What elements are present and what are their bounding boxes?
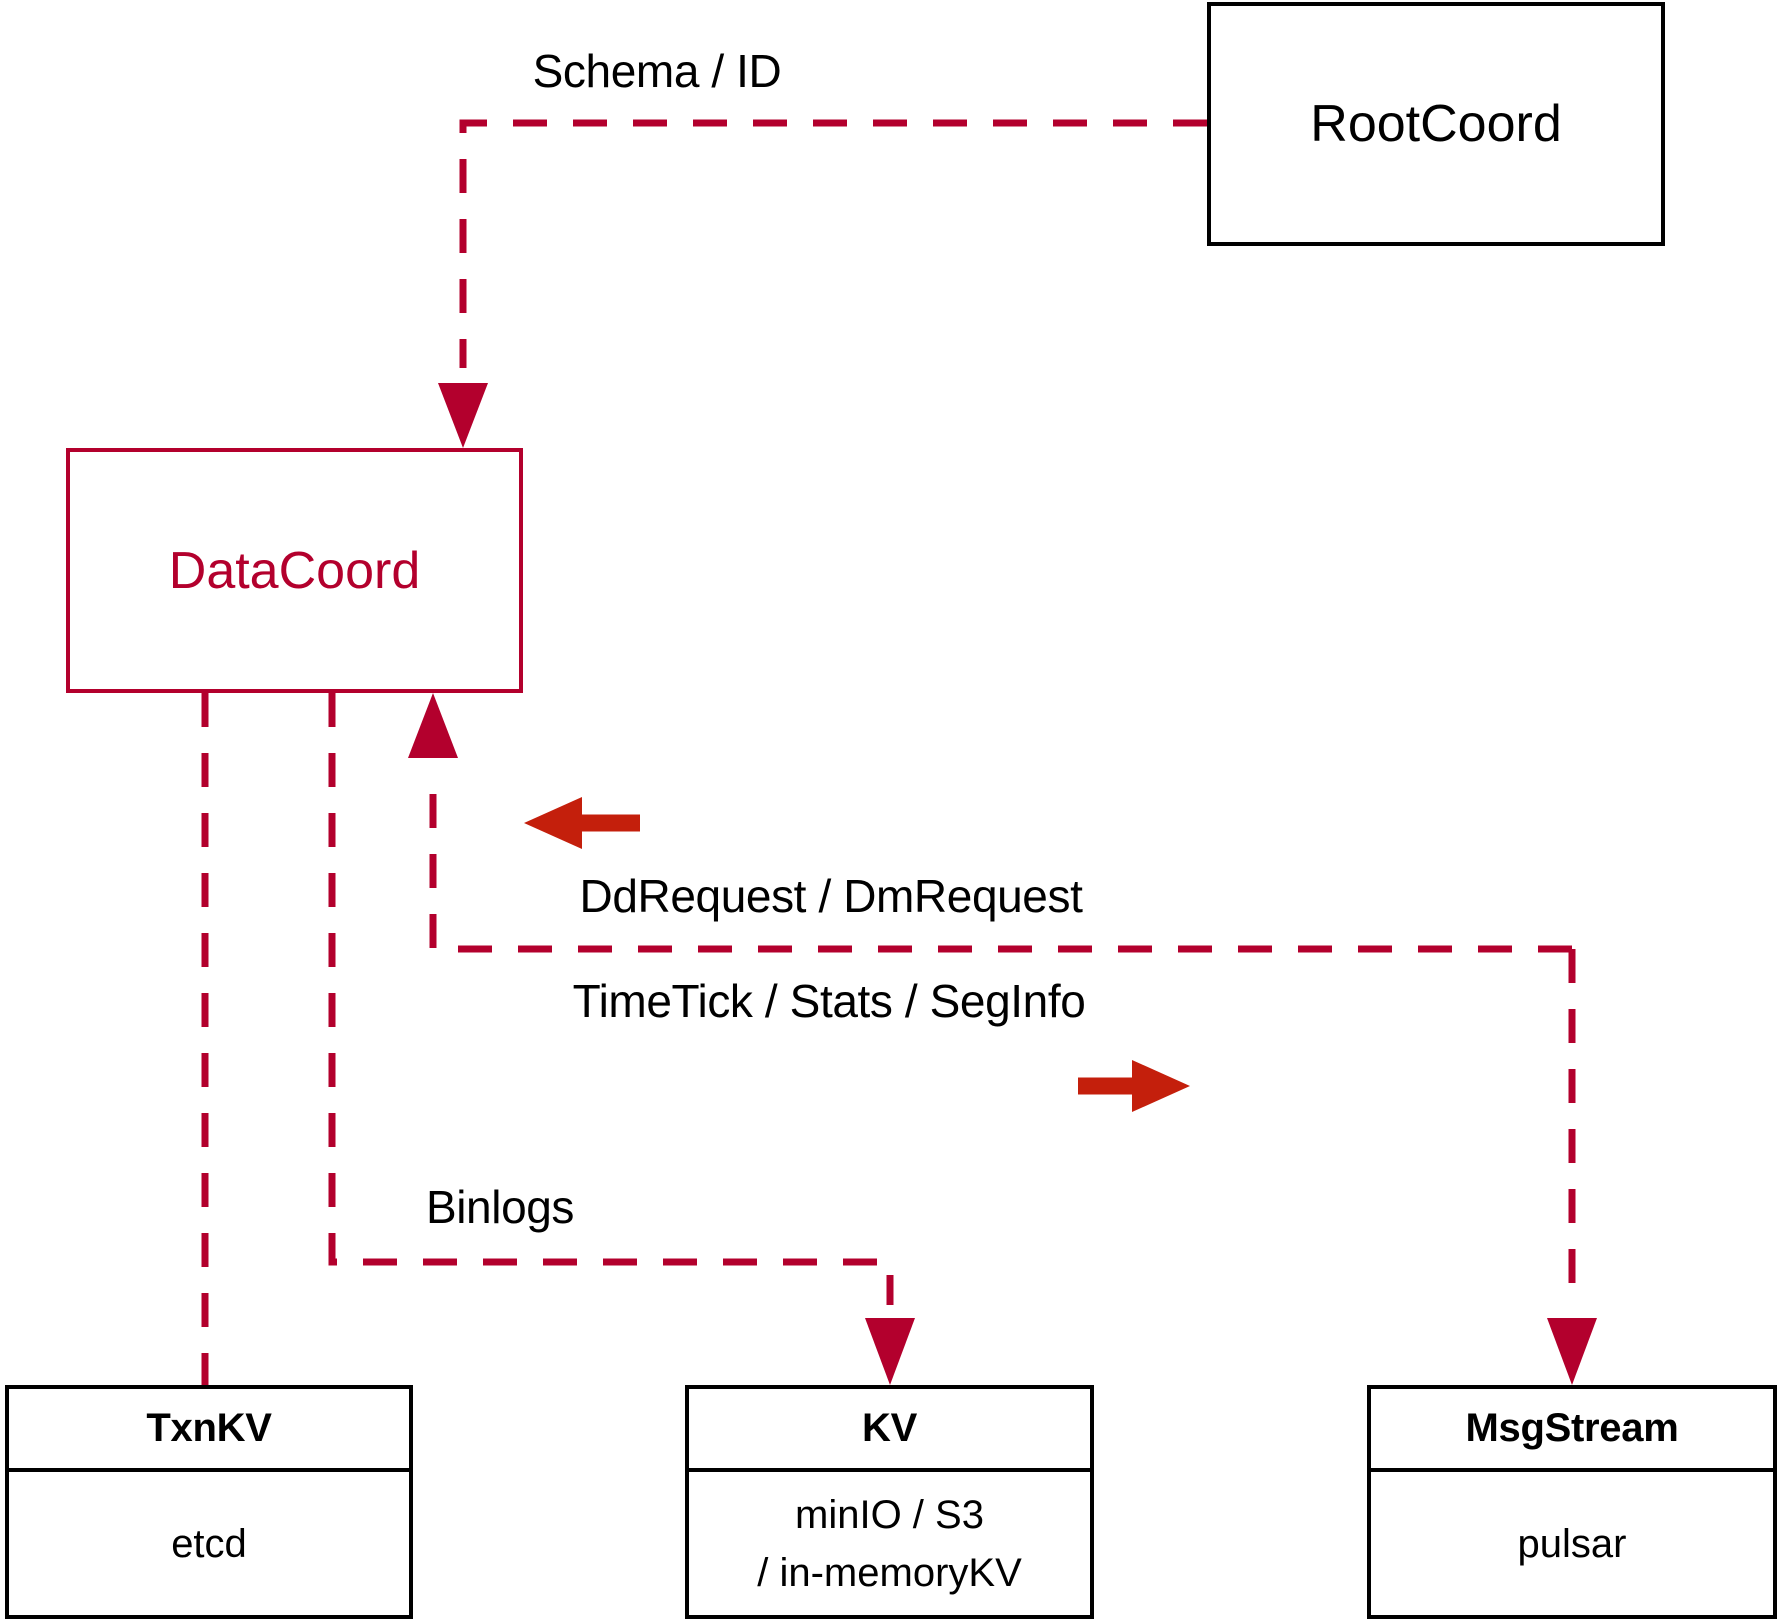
node-msgstream-title: MsgStream <box>1465 1406 1679 1450</box>
edge-datacoord-to-msgstream <box>1547 949 1597 1385</box>
arrowhead-into-kv <box>865 1318 915 1385</box>
node-kv-divider <box>685 1468 1094 1472</box>
edge-datacoord-to-kv <box>328 693 915 1385</box>
node-txnkv-title: TxnKV <box>146 1406 272 1450</box>
edge-label-timetick-stats-seginfo: TimeTick / Stats / SegInfo <box>572 975 1086 1027</box>
node-kv-title: KV <box>862 1406 917 1450</box>
node-rootcoord[interactable]: RootCoord <box>1207 2 1665 246</box>
edge-label-binlogs: Binlogs <box>425 1181 575 1233</box>
node-msgstream-body: pulsar <box>1371 1472 1773 1615</box>
direction-arrow-left <box>524 797 640 849</box>
arrowhead-into-datacoord-bottom <box>408 693 458 758</box>
node-kv-body: minIO / S3 / in-memoryKV <box>689 1472 1090 1615</box>
edge-label-dd-dm-request: DdRequest / DmRequest <box>579 870 1083 922</box>
arrowhead-into-datacoord-top <box>438 383 488 448</box>
node-datacoord-label: DataCoord <box>168 541 421 600</box>
node-rootcoord-label: RootCoord <box>1310 95 1562 153</box>
node-msgstream[interactable]: MsgStream pulsar <box>1367 1385 1777 1619</box>
node-msgstream-divider <box>1367 1468 1777 1472</box>
node-kv-body-line-1: minIO / S3 <box>795 1492 984 1537</box>
node-datacoord[interactable]: DataCoord <box>66 448 523 693</box>
node-kv-body-line-2: / in-memoryKV <box>757 1550 1022 1595</box>
direction-arrow-right <box>1078 1060 1190 1112</box>
node-txnkv-divider <box>5 1468 413 1472</box>
edge-label-schema-id: Schema / ID <box>532 45 782 97</box>
node-kv[interactable]: KV minIO / S3 / in-memoryKV <box>685 1385 1094 1619</box>
node-msgstream-body-line: pulsar <box>1517 1521 1627 1566</box>
edge-rootcoord-to-datacoord <box>438 119 1207 448</box>
node-txnkv-body-line: etcd <box>171 1521 247 1566</box>
arrowhead-into-msgstream <box>1547 1318 1597 1385</box>
node-txnkv-body: etcd <box>9 1472 409 1615</box>
edge-msgstream-to-datacoord <box>408 693 1572 953</box>
node-txnkv[interactable]: TxnKV etcd <box>5 1385 413 1619</box>
